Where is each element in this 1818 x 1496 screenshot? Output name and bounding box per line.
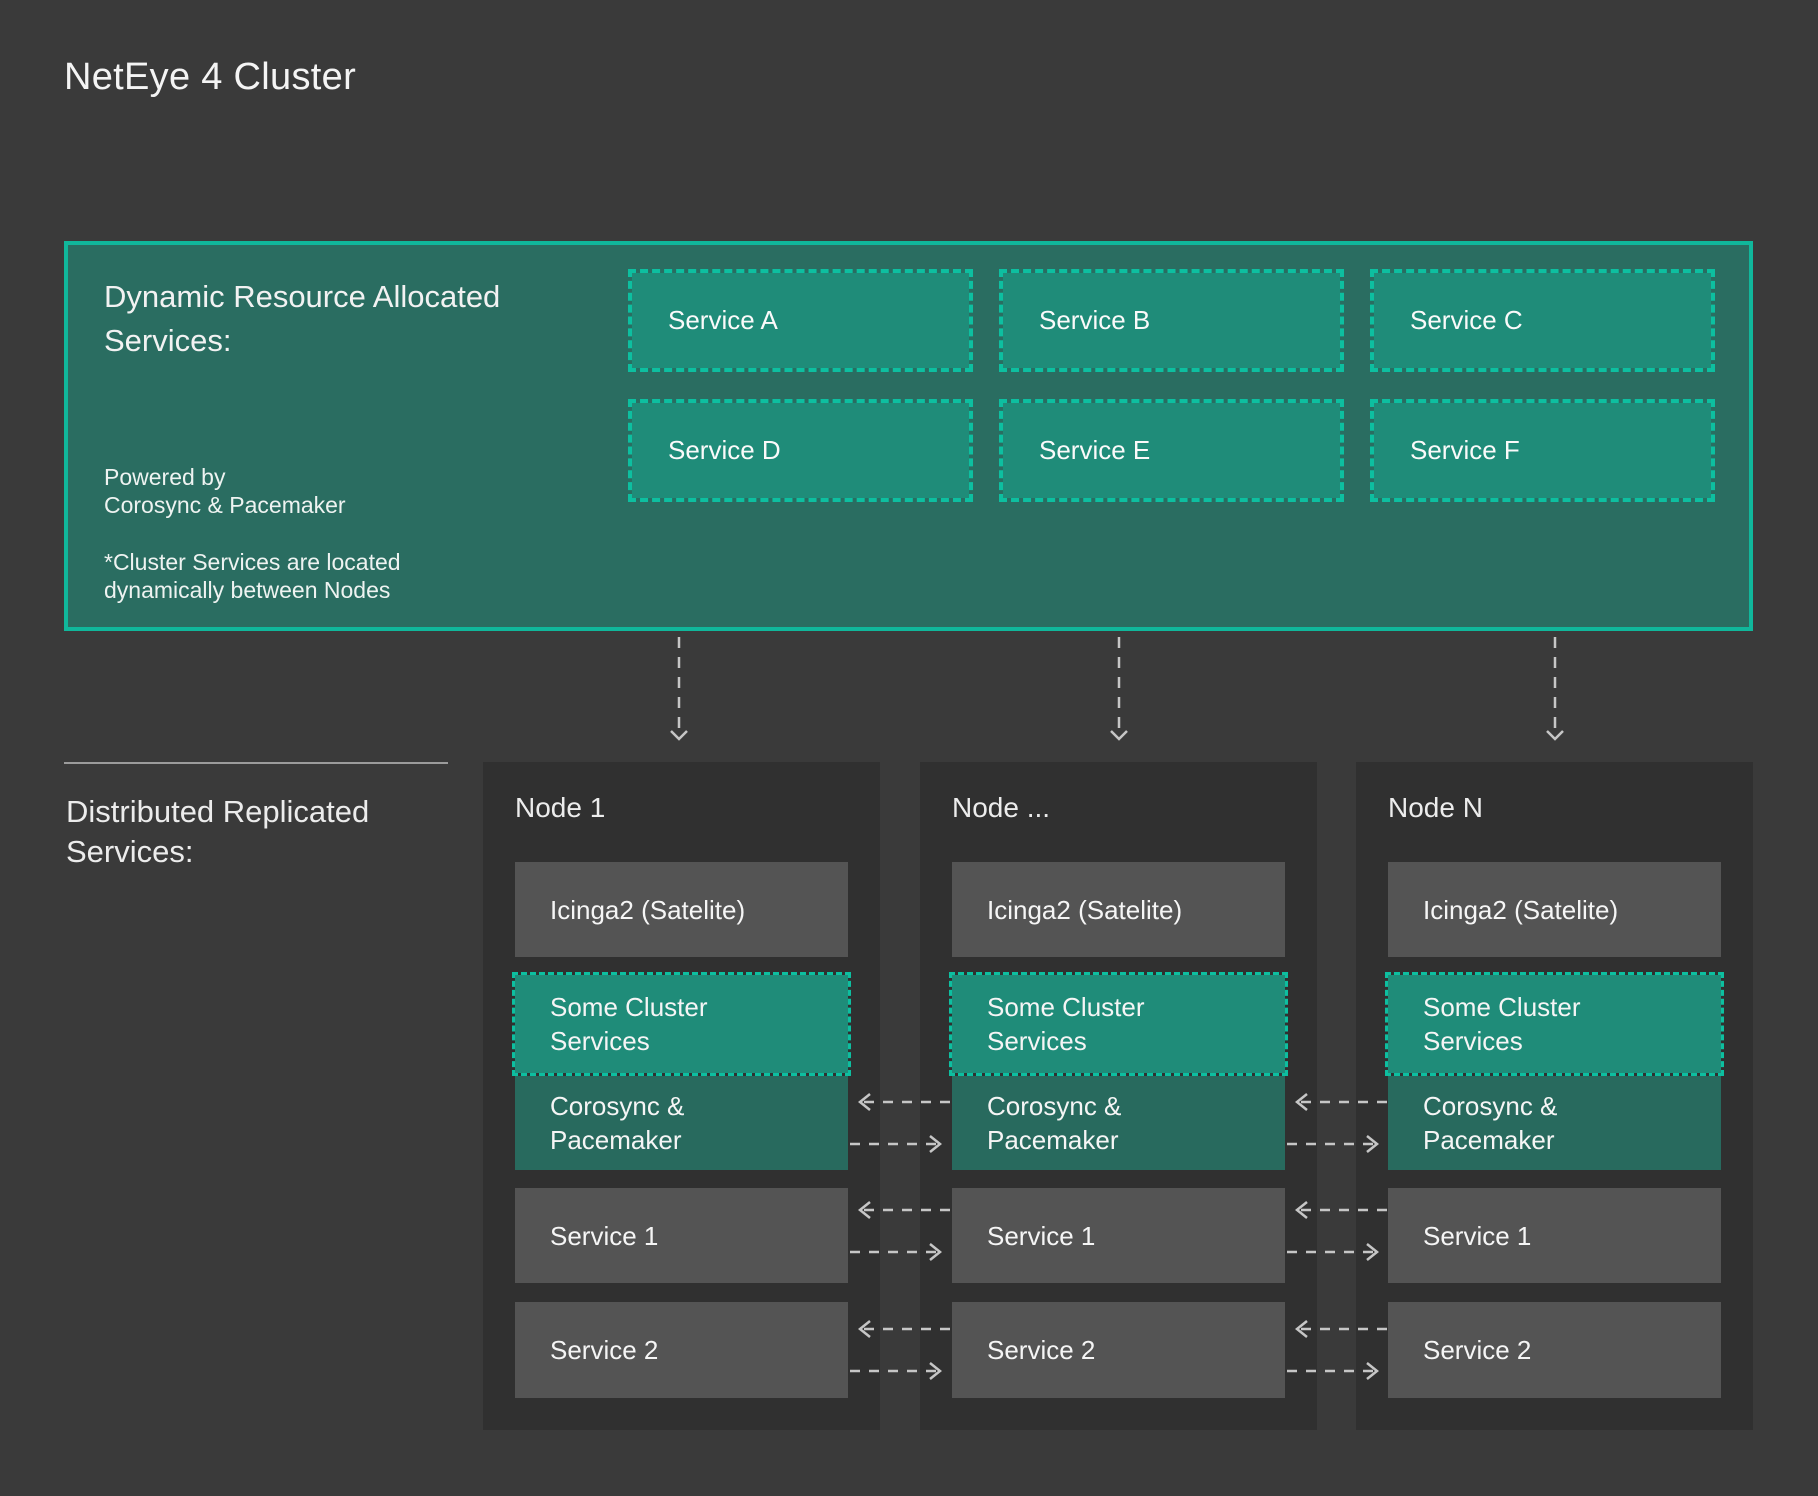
service2-box: Service 2 xyxy=(952,1302,1285,1398)
service2-box: Service 2 xyxy=(515,1302,848,1398)
service-d-box: Service D xyxy=(628,399,973,502)
replication-arrows-icon xyxy=(850,1093,950,1153)
cluster-services-box: Some Cluster Services xyxy=(512,972,851,1076)
icinga-box: Icinga2 (Satelite) xyxy=(952,862,1285,957)
down-arrow-icon xyxy=(670,637,688,741)
node-panel-3: Node N Icinga2 (Satelite) Some Cluster S… xyxy=(1356,762,1753,1430)
page-title: NetEye 4 Cluster xyxy=(64,56,357,98)
service1-box: Service 1 xyxy=(1388,1188,1721,1283)
corosync-pacemaker-box: Corosync & Pacemaker xyxy=(952,1076,1285,1170)
replication-arrows-icon xyxy=(1287,1320,1387,1380)
cluster-services-box: Some Cluster Services xyxy=(1385,972,1724,1076)
service-b-box: Service B xyxy=(999,269,1344,372)
service-f-box: Service F xyxy=(1370,399,1715,502)
corosync-pacemaker-box: Corosync & Pacemaker xyxy=(1388,1076,1721,1170)
cluster-services-box: Some Cluster Services xyxy=(949,972,1288,1076)
corosync-pacemaker-box: Corosync & Pacemaker xyxy=(515,1076,848,1170)
dynamic-services-heading: Dynamic Resource Allocated Services: xyxy=(104,279,501,358)
icinga-box: Icinga2 (Satelite) xyxy=(1388,862,1721,957)
replicated-services-heading: Distributed Replicated Services: xyxy=(66,794,370,869)
service-a-box: Service A xyxy=(628,269,973,372)
replication-arrows-icon xyxy=(1287,1093,1387,1153)
node-panel-2: Node ... Icinga2 (Satelite) Some Cluster… xyxy=(920,762,1317,1430)
service-e-box: Service E xyxy=(999,399,1344,502)
icinga-box: Icinga2 (Satelite) xyxy=(515,862,848,957)
replication-arrows-icon xyxy=(1287,1201,1387,1261)
service1-box: Service 1 xyxy=(515,1188,848,1283)
node-title: Node ... xyxy=(952,792,1051,823)
replication-arrows-icon xyxy=(850,1201,950,1261)
down-arrow-icon xyxy=(1110,637,1128,741)
powered-by-label: Powered by Corosync & Pacemaker xyxy=(104,464,346,518)
node-panel-1: Node 1 Icinga2 (Satelite) Some Cluster S… xyxy=(483,762,880,1430)
replication-arrows-icon xyxy=(850,1320,950,1380)
node-title: Node N xyxy=(1388,792,1483,823)
down-arrow-icon xyxy=(1546,637,1564,741)
node-title: Node 1 xyxy=(515,792,606,823)
dynamic-services-grid: Service A Service B Service C Service D … xyxy=(628,269,1715,502)
cluster-services-note: *Cluster Services are located dynamicall… xyxy=(104,549,401,603)
dynamic-services-container: Dynamic Resource Allocated Services: Pow… xyxy=(64,241,1753,631)
service-c-box: Service C xyxy=(1370,269,1715,372)
service2-box: Service 2 xyxy=(1388,1302,1721,1398)
service1-box: Service 1 xyxy=(952,1188,1285,1283)
section-divider xyxy=(64,762,448,764)
